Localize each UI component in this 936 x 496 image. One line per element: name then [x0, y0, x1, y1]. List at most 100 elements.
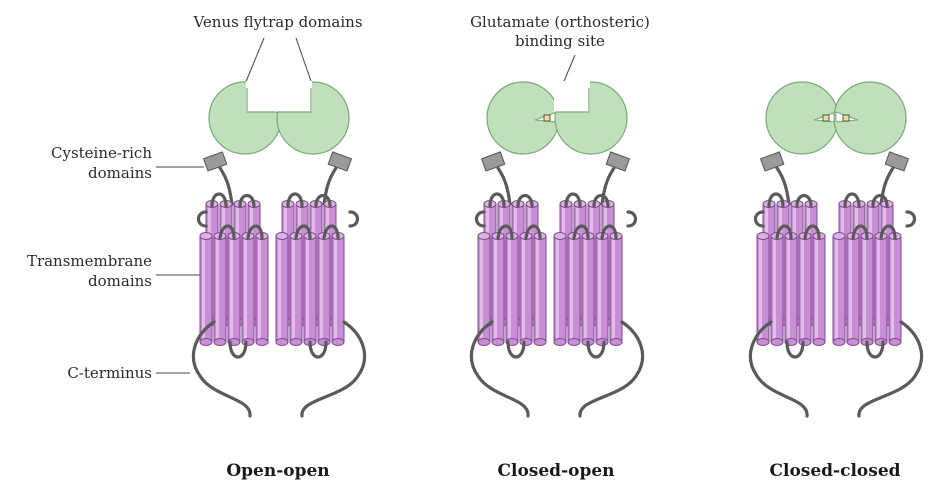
helix-body	[860, 235, 874, 343]
helix-highlight	[891, 239, 894, 339]
tm-mid-loop-1	[496, 224, 514, 240]
cysteine-rich-domain-right	[327, 151, 353, 172]
label-transmembrane-line2: domains	[88, 272, 152, 290]
helix-body	[553, 235, 567, 343]
glutamate-ligand	[822, 114, 830, 122]
vft-lobe	[833, 81, 907, 155]
helix-bottom-cap	[553, 338, 567, 346]
tm-top-loop-1	[488, 192, 506, 208]
helix-front-2	[227, 232, 241, 346]
helix-highlight	[556, 239, 559, 339]
tm-top-loop-1	[843, 192, 861, 208]
helix-front-1	[289, 232, 303, 346]
vft-notch-edge	[277, 88, 312, 113]
helix-top-cap	[477, 232, 491, 240]
c-terminus-left	[191, 320, 252, 418]
venus-flytrap-left	[486, 81, 560, 155]
helix-body	[317, 235, 331, 343]
helix-body	[609, 235, 623, 343]
helix-body	[595, 235, 609, 343]
tm-side-loop-left	[753, 210, 765, 228]
helix-body	[303, 235, 317, 343]
helix-top-cap	[832, 232, 846, 240]
helix-front-2	[505, 232, 519, 346]
helix-front-3	[519, 232, 533, 346]
helix-body	[213, 235, 227, 343]
helix-body	[227, 235, 241, 343]
helix-front-2	[784, 232, 798, 346]
cysteine-rich-domain-right	[605, 151, 631, 172]
tm-top-loop-2	[314, 193, 332, 208]
tm-top-loop-1	[564, 192, 582, 208]
tm-top-loop-1	[767, 192, 785, 208]
helix-front-4	[888, 232, 902, 346]
helix-top-cap	[199, 232, 213, 240]
venus-flytrap-right	[833, 81, 907, 155]
helix-body	[832, 235, 846, 343]
c-terminus-right	[578, 320, 645, 418]
helix-front-3	[798, 232, 812, 346]
tm-mid-loop-2	[600, 224, 618, 240]
helix-bottom-cap	[289, 338, 303, 346]
label-venus-flytrap: Venus flytrap domains	[192, 13, 362, 31]
tm-top-loop-2	[795, 193, 813, 208]
helix-bottom-cap	[874, 338, 888, 346]
tm-mid-loop-2	[879, 224, 897, 240]
helix-front-3	[874, 232, 888, 346]
helix-highlight	[334, 239, 337, 339]
helix-highlight	[522, 239, 525, 339]
helix-bottom-cap	[519, 338, 533, 346]
helix-bottom-cap	[533, 338, 547, 346]
helix-highlight	[230, 239, 233, 339]
helix-top-cap	[553, 232, 567, 240]
state-label-closed-closed: Closed-closed	[769, 461, 900, 481]
venus-flytrap-right	[554, 81, 628, 155]
tm-mid-loop-1	[572, 224, 590, 240]
helix-highlight	[598, 239, 601, 339]
helix-front-0	[553, 232, 567, 346]
helix-front-4	[331, 232, 345, 346]
tm-bottom-loop-right	[586, 340, 606, 359]
helix-front-0	[832, 232, 846, 346]
receptor-closed-closed	[748, 81, 924, 418]
label-cysteine-line1: Cysteine-rich	[51, 144, 152, 162]
glutamate-ligand	[543, 114, 551, 122]
receptor-open-open	[191, 81, 367, 418]
helix-bottom-cap	[255, 338, 269, 346]
c-terminus-left	[469, 320, 530, 418]
vft-notch-cut	[554, 81, 590, 112]
helix-front-3	[241, 232, 255, 346]
tm-top-loop-1	[210, 192, 228, 208]
helix-highlight	[258, 239, 261, 339]
helix-highlight	[815, 239, 818, 339]
helix-front-2	[581, 232, 595, 346]
cysteine-rich-domain-left	[480, 151, 506, 172]
linker-right	[879, 166, 895, 206]
helix-bottom-cap	[846, 338, 860, 346]
glutamate-ligand	[842, 114, 850, 122]
helix-highlight	[508, 239, 511, 339]
helix-body	[491, 235, 505, 343]
helix-highlight	[494, 239, 497, 339]
helix-highlight	[216, 239, 219, 339]
helix-bottom-cap	[241, 338, 255, 346]
helix-body	[567, 235, 581, 343]
annotation-labels: Venus flytrap domains Glutamate (orthost…	[27, 13, 650, 382]
helix-highlight	[835, 239, 838, 339]
transmembrane-bundle-right	[553, 192, 623, 346]
helix-highlight	[787, 239, 790, 339]
helix-body	[770, 235, 784, 343]
tm-side-loop-right	[905, 210, 917, 228]
vft-notch-edge	[555, 88, 590, 113]
helix-highlight	[773, 239, 776, 339]
c-terminus-right	[857, 320, 924, 418]
state-label-open-open: Open-open	[226, 461, 329, 481]
helix-body	[255, 235, 269, 343]
helix-front-2	[303, 232, 317, 346]
helix-body	[888, 235, 902, 343]
transmembrane-bundle-right	[275, 192, 345, 346]
helix-front-1	[213, 232, 227, 346]
tm-mid-loop-2	[524, 224, 542, 240]
helix-highlight	[306, 239, 309, 339]
